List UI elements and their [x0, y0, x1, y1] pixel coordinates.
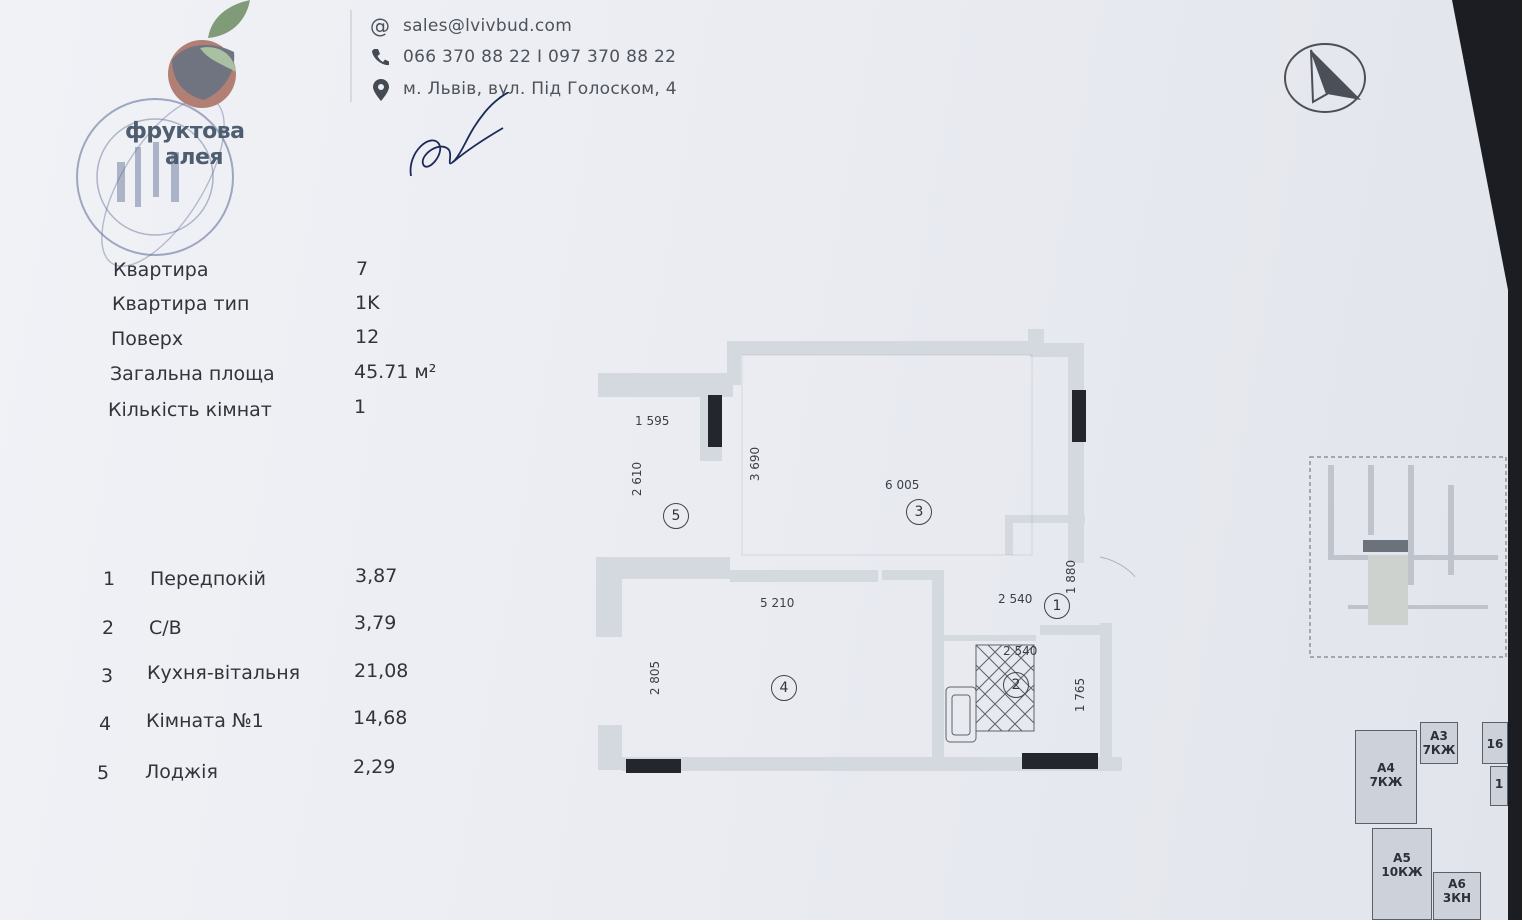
dimension-label: 2 610: [630, 461, 645, 497]
info-value-apartment: 7: [356, 258, 369, 280]
room-marker-1: 1: [1044, 593, 1070, 619]
room-number: 4: [99, 713, 112, 735]
logo-word-line1: фруктова: [125, 119, 245, 144]
info-label-apartment: Квартира: [113, 259, 209, 281]
room-name: Кухня-вітальня: [147, 662, 301, 684]
section-chip-16[interactable]: 16: [1482, 722, 1508, 764]
phone-icon: [372, 49, 389, 66]
room-marker-2: 2: [1003, 672, 1029, 698]
dimension-label: 5 210: [760, 596, 795, 610]
contact-address: м. Львів, вул. Під Голоском, 4: [403, 79, 677, 99]
info-value-floor: 12: [355, 326, 380, 348]
room-area: 21,08: [354, 660, 409, 682]
signature: [409, 92, 510, 177]
room-area: 3,79: [354, 612, 397, 634]
contact-email[interactable]: sales@lvivbud.com: [403, 16, 573, 36]
room-name: С/В: [149, 617, 182, 639]
room-marker-3: 3: [906, 499, 932, 525]
dimension-label: 2 540: [1003, 644, 1038, 658]
floor-plan: [596, 329, 1135, 773]
info-value-type: 1K: [355, 292, 380, 314]
info-label-floor: Поверх: [111, 328, 184, 350]
section-chip-a6[interactable]: A6 3КН: [1433, 872, 1481, 920]
info-label-total-area: Загальна площа: [110, 363, 275, 385]
info-label-rooms-count: Кількість кімнат: [108, 399, 272, 421]
dimension-label: 2 805: [648, 660, 663, 696]
at-icon: @: [370, 14, 391, 38]
dimension-label: 2 540: [998, 592, 1033, 606]
room-area: 3,87: [355, 565, 398, 587]
dimension-label: 1 880: [1064, 559, 1079, 595]
contact-phone[interactable]: 066 370 88 22 I 097 370 88 22: [403, 47, 677, 67]
room-area: 14,68: [353, 707, 408, 729]
room-name: Передпокій: [150, 568, 267, 590]
room-name: Кімната №1: [146, 710, 264, 732]
room-name: Лоджія: [145, 761, 218, 783]
dimension-label: 3 690: [748, 446, 763, 482]
info-value-total-area: 45.71 м²: [354, 361, 437, 383]
dimension-label: 6 005: [885, 478, 920, 492]
info-value-rooms-count: 1: [354, 396, 367, 418]
dimension-label: 1 765: [1073, 677, 1088, 713]
floor-key-plan: [1309, 456, 1507, 658]
room-number: 3: [101, 665, 114, 687]
info-label-type: Квартира тип: [112, 293, 250, 315]
room-marker-4: 4: [771, 675, 797, 701]
dimension-label: 1 595: [635, 414, 670, 428]
room-number: 5: [97, 762, 110, 784]
section-chip-1[interactable]: 1: [1490, 766, 1508, 806]
room-number: 2: [102, 617, 115, 639]
location-pin-icon: [373, 79, 389, 101]
room-marker-5: 5: [663, 503, 689, 529]
section-chip-a4[interactable]: A4 7КЖ: [1355, 730, 1417, 824]
section-chip-a3[interactable]: A3 7КЖ: [1420, 722, 1458, 764]
section-chip-a5[interactable]: A5 10КЖ: [1372, 828, 1432, 920]
room-area: 2,29: [353, 756, 396, 778]
compass-icon: [1284, 43, 1366, 113]
logo-mark-icon: [168, 0, 250, 108]
logo-word-line2: алея: [165, 145, 224, 170]
room-number: 1: [103, 568, 116, 590]
contact-divider: [350, 10, 352, 102]
